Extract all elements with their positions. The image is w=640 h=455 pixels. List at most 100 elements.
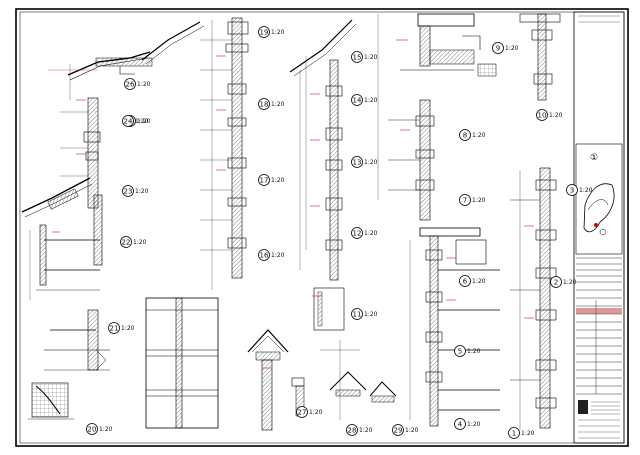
detail-scale: 1:20 bbox=[467, 421, 481, 428]
detail-number: 2 bbox=[554, 278, 558, 286]
detail-number: 18 bbox=[260, 100, 269, 108]
detail-scale: 1:20 bbox=[563, 279, 577, 286]
detail-circle bbox=[351, 51, 363, 63]
detail-number: 3 bbox=[570, 186, 574, 194]
detail-callout-4: 4 1:20 bbox=[454, 418, 481, 430]
detail-number: 14 bbox=[353, 96, 362, 104]
detail-scale: 1:20 bbox=[309, 409, 323, 416]
detail-circle bbox=[86, 423, 98, 435]
detail-circle bbox=[454, 418, 466, 430]
detail-scale: 1:20 bbox=[135, 188, 149, 195]
detail-number: 16 bbox=[260, 251, 269, 259]
detail-circle bbox=[346, 424, 358, 436]
detail-circle bbox=[258, 249, 270, 261]
detail-callout-2: 2 1:20 bbox=[550, 276, 577, 288]
detail-number: 23 bbox=[124, 187, 133, 195]
detail-circle bbox=[258, 174, 270, 186]
detail-callout-1: 1 1:20 bbox=[508, 427, 535, 439]
red-annotations bbox=[52, 39, 534, 369]
detail-scale: 1:20 bbox=[505, 45, 519, 52]
title-block: ① bbox=[573, 11, 625, 444]
detail-number: 11 bbox=[353, 310, 362, 318]
detail-circle bbox=[120, 236, 132, 248]
detail-number: 9 bbox=[496, 44, 500, 52]
detail-number: 12 bbox=[353, 229, 362, 237]
detail-number: 27 bbox=[298, 408, 307, 416]
detail-circle bbox=[296, 406, 308, 418]
detail-number: 17 bbox=[260, 176, 269, 184]
detail-number: 15 bbox=[353, 53, 362, 61]
detail-scale: 1:20 bbox=[135, 118, 149, 125]
detail-number: 28 bbox=[348, 426, 357, 434]
detail-circle bbox=[351, 156, 363, 168]
detail-number: 21 bbox=[110, 324, 119, 332]
detail-circle bbox=[459, 275, 471, 287]
detail-scale: 1:20 bbox=[521, 430, 535, 437]
detail-circle bbox=[392, 424, 404, 436]
detail-scale: 1:20 bbox=[405, 427, 419, 434]
detail-number: 10 bbox=[538, 111, 547, 119]
detail-scale: 1:20 bbox=[579, 187, 593, 194]
detail-scale: 1:20 bbox=[364, 230, 378, 237]
detail-scale: 1:20 bbox=[271, 177, 285, 184]
detail-callout-5: 5 1:20 bbox=[454, 345, 481, 357]
detail-circle bbox=[124, 78, 136, 90]
detail-number: 19 bbox=[260, 28, 269, 36]
detail-number: 7 bbox=[463, 196, 467, 204]
detail-number: 1 bbox=[512, 429, 516, 437]
detail-scale: 1:20 bbox=[99, 426, 113, 433]
detail-number: 29 bbox=[394, 426, 403, 434]
detail-circle bbox=[459, 194, 471, 206]
detail-number: 24 bbox=[124, 117, 133, 125]
detail-circle bbox=[351, 227, 363, 239]
detail-circle bbox=[351, 308, 363, 320]
detail-number: 8 bbox=[463, 131, 467, 139]
detail-circle bbox=[258, 98, 270, 110]
detail-number: 22 bbox=[122, 238, 131, 246]
detail-circle bbox=[258, 26, 270, 38]
detail-scale: 1:20 bbox=[549, 112, 563, 119]
detail-callout-3: 3 1:20 bbox=[566, 184, 593, 196]
detail-tags: 261:20251:20241:20231:20221:20211:20201:… bbox=[86, 26, 593, 439]
key-plan-label: ① bbox=[590, 153, 598, 163]
detail-circle bbox=[454, 345, 466, 357]
detail-circle bbox=[122, 185, 134, 197]
detail-circle bbox=[492, 42, 504, 54]
detail-circle bbox=[122, 115, 134, 127]
detail-scale: 1:20 bbox=[472, 132, 486, 139]
detail-number: 5 bbox=[458, 347, 462, 355]
detail-number: 13 bbox=[353, 158, 362, 166]
detail-scale: 1:20 bbox=[359, 427, 373, 434]
detail-number: 6 bbox=[463, 277, 468, 285]
detail-scale: 1:20 bbox=[271, 101, 285, 108]
detail-circle bbox=[550, 276, 562, 288]
detail-scale: 1:20 bbox=[364, 311, 378, 318]
detail-callout-8: 8 1:20 bbox=[459, 129, 486, 141]
detail-scale: 1:20 bbox=[467, 348, 481, 355]
detail-number: 20 bbox=[88, 425, 97, 433]
detail-number: 26 bbox=[126, 80, 135, 88]
detail-circle bbox=[508, 427, 520, 439]
detail-scale: 1:20 bbox=[137, 81, 151, 88]
detail-scale: 1:20 bbox=[364, 54, 378, 61]
drawing-linework bbox=[21, 13, 561, 431]
detail-number: 4 bbox=[458, 420, 463, 428]
